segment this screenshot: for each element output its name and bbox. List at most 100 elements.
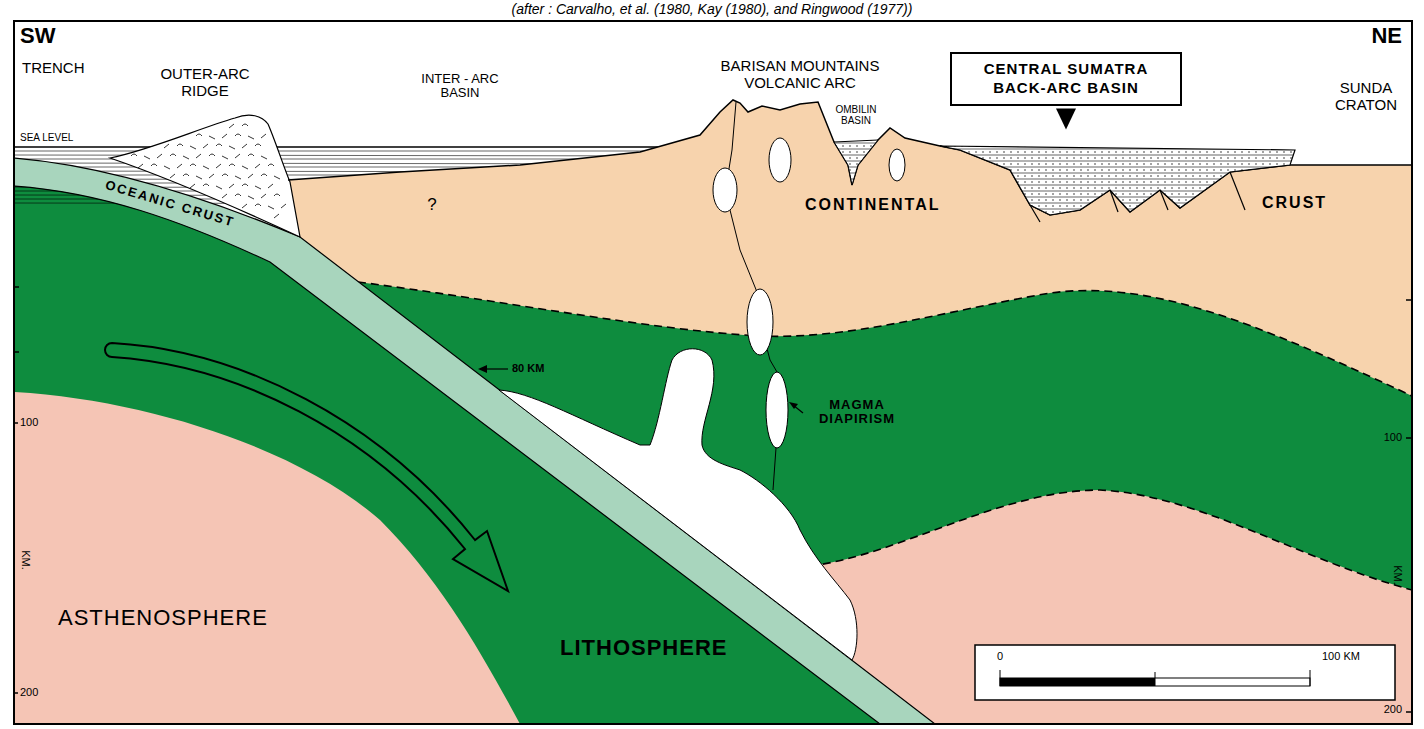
wedge-mark: [209, 136, 215, 139]
wedge-mark: [222, 134, 227, 138]
wedge-mark: [222, 194, 227, 198]
wedge-mark: [151, 164, 157, 166]
wedge-mark: [177, 164, 182, 168]
callout-text: CENTRAL SUMATRA BACK-ARC BASIN: [966, 60, 1166, 98]
wedge-mark: [255, 186, 261, 189]
wedge-mark: [242, 144, 247, 148]
plate-motion-arrow: [105, 343, 508, 591]
wedge-mark: [261, 134, 266, 138]
wedge-mark: [255, 204, 261, 206]
moho-line: [358, 282, 1411, 396]
wedge-mark: [203, 184, 209, 186]
wedge-mark: [235, 154, 240, 158]
wedge-mark: [177, 144, 183, 146]
wedge-mark: [209, 174, 214, 178]
wedge-mark: [255, 164, 260, 168]
feature-label: BARISAN MOUNTAINS VOLCANIC ARC: [685, 58, 915, 91]
figure-credit: (after : Carvalho, et al. (1980, Kay (19…: [512, 1, 913, 17]
wedge-mark: [242, 204, 247, 208]
wedge-mark: [248, 136, 254, 139]
wedge-mark: [196, 134, 202, 136]
datum-label: SEA LEVEL: [20, 132, 73, 143]
wedge-mark: [157, 154, 162, 158]
wedge-mark: [229, 146, 235, 149]
wedge-mark: [190, 146, 196, 149]
wedge-mark: [222, 156, 228, 159]
fault-line: [1230, 172, 1245, 210]
wedge-mark: [183, 156, 189, 159]
wedge-mark: [203, 144, 208, 148]
feature-label: OMBILIN BASIN: [826, 104, 886, 126]
wedge-mark: [255, 144, 261, 146]
fault-line: [1110, 190, 1118, 212]
axis-label: 200: [20, 686, 38, 698]
water-line: [15, 151, 720, 152]
wedge-mark: [268, 164, 274, 166]
scale-tick: [1000, 670, 1001, 686]
wedge-mark: [216, 186, 222, 189]
layer-label: LITHOSPHERE: [560, 636, 727, 660]
sky-ground: [15, 22, 1411, 723]
axis-label: KM.: [20, 550, 32, 570]
wedge-mark: [235, 176, 241, 179]
feature-label: SUNDA CRATON: [1326, 80, 1406, 113]
wedge-mark: [190, 164, 196, 166]
axis-label: 100: [20, 416, 38, 428]
wedge-mark: [164, 166, 170, 169]
wedge-mark: [268, 206, 274, 209]
wedge-mark: [131, 154, 137, 156]
wedge-mark: [170, 154, 176, 156]
wedge-mark: [203, 166, 209, 169]
pointer-triangle: [1056, 109, 1076, 130]
wedge-mark: [196, 154, 201, 158]
wedge-mark: [222, 174, 228, 176]
magma-body: [499, 349, 857, 660]
wedge-mark: [261, 156, 267, 159]
wedge-mark: [248, 196, 254, 199]
basin-fill: [940, 146, 1295, 215]
feature-label: TRENCH: [22, 60, 85, 77]
axis-tick: [15, 351, 19, 353]
scale-tick: [1310, 670, 1311, 686]
axis-tick: [15, 422, 18, 424]
magma-diapir: [889, 149, 905, 181]
layer-label: CRUST: [1262, 194, 1327, 212]
wedge-mark: [229, 124, 234, 128]
wedge-mark: [248, 174, 253, 178]
magma-diapir: [713, 168, 737, 212]
ground-surface: [288, 100, 1411, 215]
wedge-mark: [268, 184, 273, 188]
compass-label: SW: [20, 24, 55, 48]
wedge-mark: [190, 184, 195, 188]
compass-label: NE: [1371, 24, 1402, 48]
scale-bar: [1000, 678, 1155, 686]
lithosphere-base-line: [810, 490, 1411, 590]
axis-tick: [1406, 711, 1411, 713]
scale-label: 0: [997, 650, 1003, 662]
wedge-mark: [235, 134, 241, 136]
callout-box: CENTRAL SUMATRA BACK-ARC BASIN: [950, 52, 1182, 106]
figure-frame: [14, 21, 1412, 724]
wedge-mark: [144, 156, 150, 159]
axis-tick: [1406, 437, 1411, 439]
scale-box: [975, 645, 1395, 700]
wedge-mark: [248, 154, 254, 156]
wedge-mark: [274, 176, 280, 179]
fault-line: [1030, 205, 1040, 222]
wedge-mark: [183, 174, 189, 176]
oceanic-crust-slab: [15, 158, 935, 723]
wedge-mark: [242, 166, 248, 169]
scale-tick: [1155, 672, 1156, 686]
axis-label: KM.: [1392, 565, 1404, 585]
process-label: MAGMA DIAPIRISM: [802, 398, 912, 427]
arrow-head: [789, 402, 798, 409]
layer-label: CONTINENTAL: [805, 196, 940, 214]
axis-label: 100: [1384, 431, 1402, 443]
magma-diapir: [769, 138, 791, 182]
query-mark: ?: [427, 196, 436, 215]
arrow-head: [478, 365, 487, 373]
wedge-mark: [242, 124, 248, 126]
axis-tick: [15, 692, 18, 694]
wedge-mark: [235, 194, 241, 196]
wedge-mark: [274, 194, 280, 196]
